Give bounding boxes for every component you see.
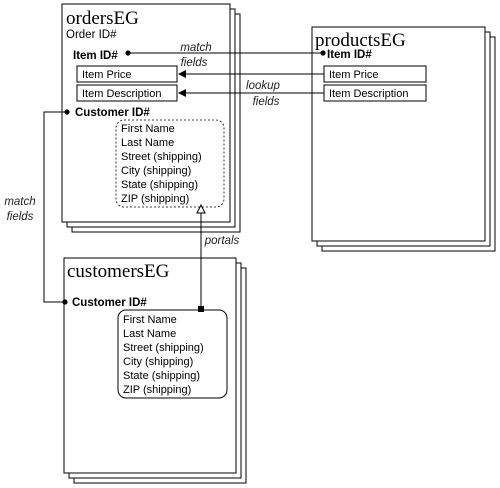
left-match-label-line1: match: [4, 196, 35, 208]
orders-portal-city: City (shipping): [121, 165, 191, 177]
orders-item-description: Item Description: [82, 88, 161, 100]
orders-table: ordersEG Order ID# Item ID# Item Price I…: [61, 3, 241, 233]
customers-first-name: First Name: [123, 314, 177, 326]
orders-customer-portal: [115, 119, 225, 208]
products-title: productsEG: [315, 30, 406, 51]
customers-title: customersEG: [67, 261, 170, 282]
customers-customer-id: Customer ID#: [72, 297, 147, 309]
customers-fields-group: [117, 309, 228, 399]
orders-title: ordersEG: [66, 8, 139, 29]
portal-arrowhead: [196, 203, 206, 214]
orders-customer-id: Customer ID#: [75, 107, 150, 119]
customer-id-match-line: [43, 111, 67, 303]
portal-anchor-square: [198, 306, 204, 312]
customers-city: City (shipping): [123, 356, 193, 368]
orders-order-id: Order ID#: [66, 29, 117, 41]
lookup-label-line2: fields: [253, 96, 280, 108]
customers-zip: ZIP (shipping): [123, 384, 191, 396]
orders-item-price: Item Price: [82, 69, 132, 81]
orders-portal-zip: ZIP (shipping): [121, 193, 189, 205]
orders-portal-last-name: Last Name: [121, 137, 174, 149]
products-item-description: Item Description: [329, 88, 408, 100]
products-item-id: Item ID#: [327, 49, 372, 61]
products-table: productsEG Item ID# Item Price Item Desc…: [311, 26, 496, 252]
products-item-id-dot: [320, 50, 326, 56]
lookup-label-line1: lookup: [246, 80, 280, 92]
match-label-line2: fields: [181, 57, 208, 69]
orders-item-price-box: [76, 65, 178, 83]
products-item-price: Item Price: [329, 69, 379, 81]
customers-table: customersEG Customer ID# First Name Last…: [62, 257, 247, 484]
match-label-line1: match: [180, 42, 211, 54]
orders-item-id: Item ID#: [73, 50, 118, 62]
customers-street: Street (shipping): [123, 342, 204, 354]
portals-label: portals: [204, 235, 240, 247]
orders-portal-street: Street (shipping): [121, 151, 202, 163]
orders-item-description-box: [76, 84, 178, 102]
left-match-label-line2: fields: [7, 211, 34, 223]
products-sheet-front: [311, 26, 486, 242]
customers-last-name: Last Name: [123, 328, 176, 340]
orders-portal-state: State (shipping): [121, 179, 198, 191]
customers-state: State (shipping): [123, 370, 200, 382]
orders-portal-first-name: First Name: [121, 123, 175, 135]
